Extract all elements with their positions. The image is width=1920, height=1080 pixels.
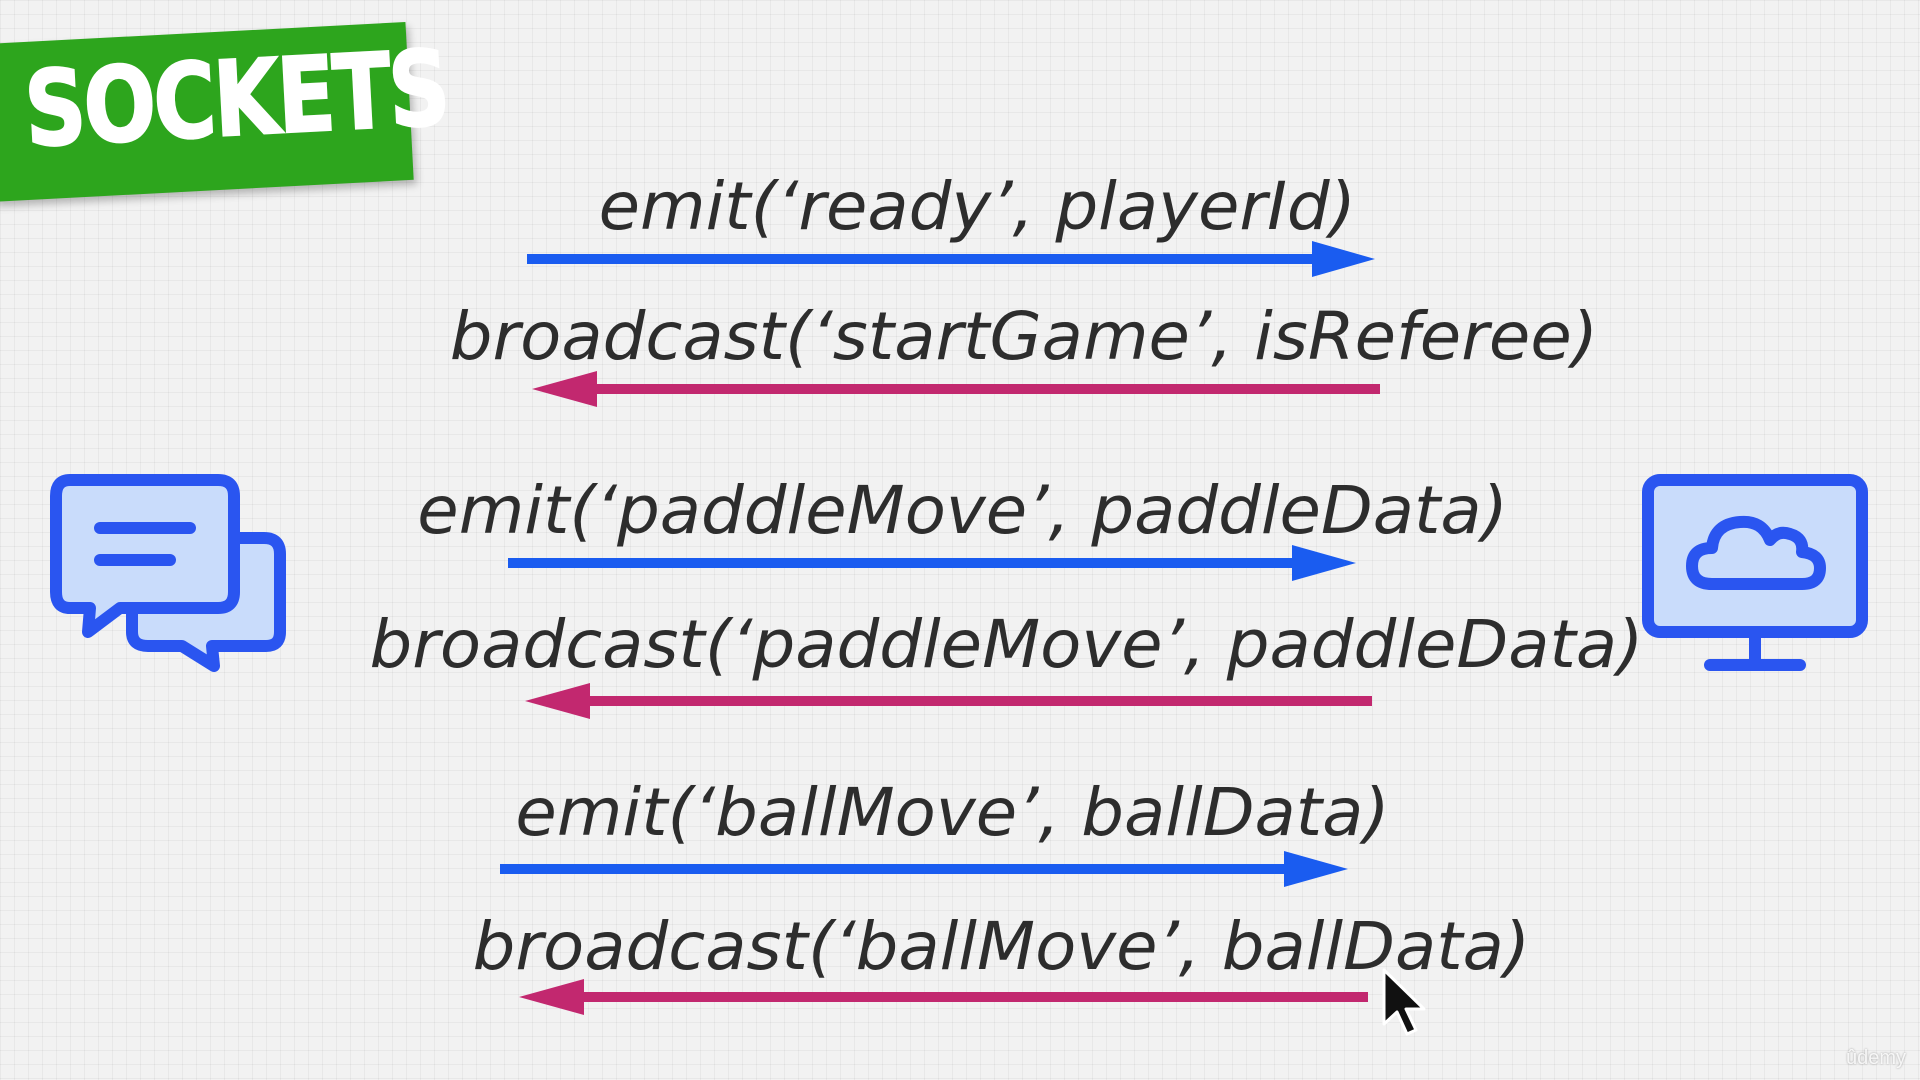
arrow-emit-ballmove bbox=[500, 851, 1348, 887]
message-label-broadcast-paddlemove: broadcast(‘paddleMove’, paddleData) bbox=[369, 606, 1644, 683]
message-label-broadcast-startgame: broadcast(‘startGame’, isReferee) bbox=[449, 298, 1599, 375]
chat-bubbles-icon bbox=[50, 472, 295, 672]
arrow-emit-ready bbox=[527, 241, 1375, 277]
message-label-emit-ballmove: emit(‘ballMove’, ballData) bbox=[515, 774, 1390, 851]
mouse-cursor-icon bbox=[1382, 968, 1426, 1036]
cloud-monitor-icon bbox=[1640, 472, 1870, 677]
watermark: ûdemy bbox=[1845, 1047, 1906, 1069]
message-label-emit-paddlemove: emit(‘paddleMove’, paddleData) bbox=[417, 472, 1508, 549]
arrow-broadcast-startgame bbox=[532, 371, 1380, 407]
arrow-broadcast-ballmove bbox=[519, 979, 1368, 1015]
arrow-emit-paddlemove bbox=[508, 545, 1356, 581]
message-label-broadcast-ballmove: broadcast(‘ballMove’, ballData) bbox=[472, 908, 1531, 985]
arrow-broadcast-paddlemove bbox=[525, 683, 1372, 719]
message-label-emit-ready: emit(‘ready’, playerId) bbox=[598, 168, 1356, 245]
